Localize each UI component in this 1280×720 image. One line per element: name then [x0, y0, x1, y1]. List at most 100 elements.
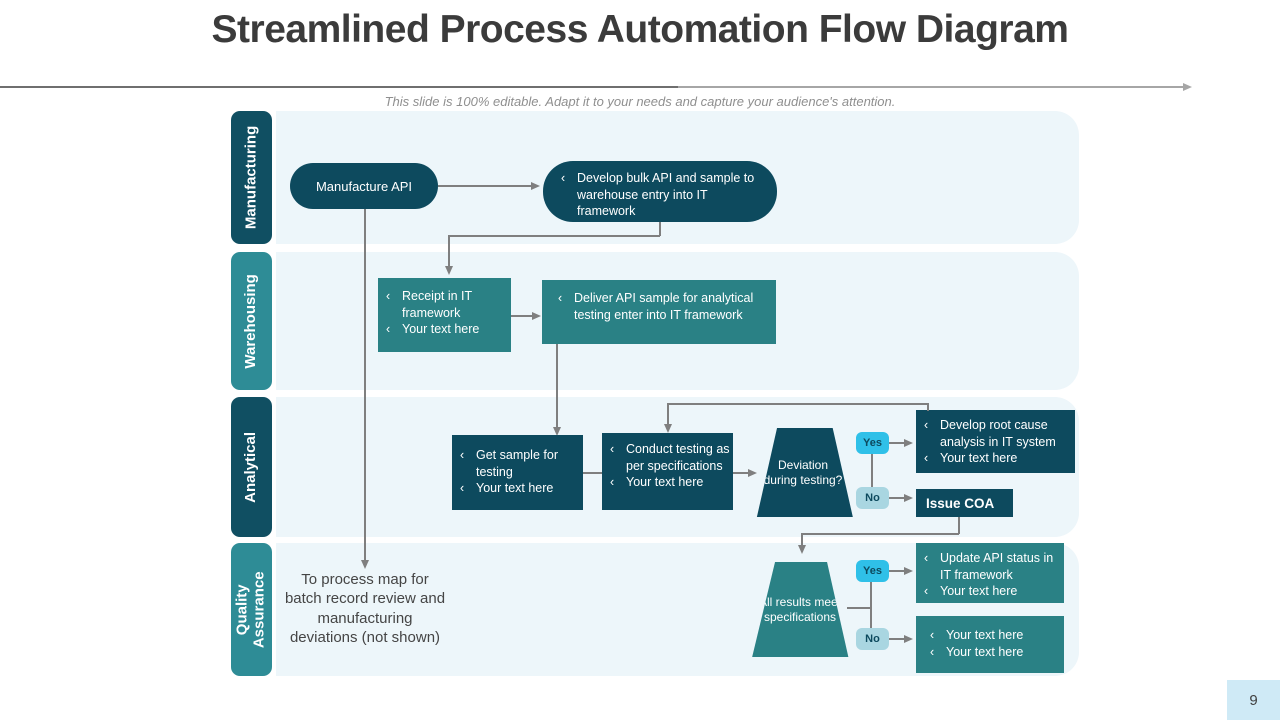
- bullet-icon: ‹: [930, 644, 935, 659]
- no-badge: No: [856, 628, 889, 650]
- lane-label-text: Quality Assurance: [233, 571, 268, 648]
- bullet-icon: ‹: [924, 584, 929, 598]
- yes-badge: Yes: [856, 560, 889, 582]
- bullet-text: Your text here: [476, 481, 554, 495]
- bullet-text: Deliver API sample for analytical testin…: [574, 291, 754, 322]
- connector-line: [801, 533, 803, 546]
- no-badge: No: [856, 487, 889, 509]
- lane-label-text: Analytical: [242, 431, 260, 503]
- connector-line: [556, 344, 558, 428]
- header-divider-line-light: [678, 86, 1183, 88]
- page-number: 9: [1249, 691, 1258, 709]
- process-map-note: To process map for batch record review a…: [284, 571, 446, 647]
- bullet-icon: ‹: [386, 289, 391, 303]
- page-number-badge: 9: [1227, 680, 1280, 720]
- bullet-icon: ‹: [386, 322, 391, 336]
- connector-line: [927, 403, 929, 411]
- arrowhead-icon: [904, 493, 913, 502]
- bullet-icon: ‹: [930, 628, 935, 642]
- connector-line: [448, 235, 660, 237]
- bullet-icon: ‹: [561, 171, 566, 185]
- bullet-text: Your text here: [946, 644, 1024, 659]
- bullet-text: Update API status in IT framework: [940, 551, 1054, 582]
- arrowhead-icon: [532, 311, 541, 320]
- bullet-text: Your text here: [626, 475, 704, 489]
- connector-line: [847, 607, 871, 609]
- bullet-icon: ‹: [460, 481, 465, 495]
- bullet-icon: ‹: [924, 451, 929, 465]
- arrowhead-icon: [904, 634, 913, 643]
- arrowhead-icon: [552, 427, 561, 436]
- editable-note: This slide is 100% editable. Adapt it to…: [384, 94, 896, 109]
- node-get-sample: ‹ Get sample for testing ‹ Your text her…: [452, 435, 583, 510]
- bullet-icon: ‹: [558, 291, 563, 305]
- bullet-text: Receipt in IT framework: [402, 289, 472, 320]
- header-divider-arrow-icon: [1183, 82, 1192, 91]
- decision-label: Deviation during testing?: [763, 457, 843, 487]
- lane-label-text: Manufacturing: [242, 125, 260, 230]
- node-develop-bulk-api: ‹ Develop bulk API and sample to warehou…: [543, 161, 777, 222]
- bullet-text: Your text here: [946, 628, 1024, 642]
- arrowhead-icon: [748, 468, 757, 477]
- page-title: Streamlined Process Automation Flow Diag…: [211, 8, 1069, 51]
- bullet-text: Conduct testing as per specifications: [626, 442, 730, 473]
- bullet-text: Your text here: [940, 451, 1018, 465]
- connector-line: [870, 582, 872, 628]
- bullet-text: Your text here: [402, 322, 480, 336]
- arrowhead-icon: [797, 545, 806, 554]
- node-develop-root-cause: ‹ Develop root cause analysis in IT syst…: [916, 410, 1075, 473]
- connector-line: [733, 472, 749, 474]
- bullet-icon: ‹: [924, 551, 929, 565]
- header-divider-line: [0, 86, 680, 88]
- node-receipt-it-framework: ‹ Receipt in IT framework ‹ Your text he…: [378, 278, 511, 352]
- yes-label: Yes: [863, 437, 882, 449]
- node-label: Issue COA: [926, 495, 995, 511]
- connector-line: [364, 209, 366, 561]
- connector-line: [583, 472, 602, 474]
- lane-label-analytical: Analytical: [231, 397, 272, 537]
- bullet-text: Develop bulk API and sample to warehouse…: [577, 171, 755, 218]
- bullet-text: Get sample for testing: [476, 448, 558, 479]
- connector-line: [667, 403, 669, 425]
- connector-line: [889, 638, 905, 640]
- connector-line: [448, 235, 450, 267]
- lane-label-manufacturing: Manufacturing: [231, 111, 272, 244]
- connector-line: [668, 403, 928, 405]
- node-label: Manufacture API: [315, 178, 413, 194]
- node-deliver-api-sample: ‹ Deliver API sample for analytical test…: [542, 280, 776, 344]
- connector-line: [889, 570, 905, 572]
- yes-badge: Yes: [856, 432, 889, 454]
- lane-label-text: Warehousing: [242, 273, 260, 369]
- connector-line: [889, 497, 905, 499]
- connector-line: [958, 517, 960, 534]
- bullet-text: Your text here: [940, 584, 1018, 598]
- arrowhead-icon: [531, 181, 540, 190]
- node-conduct-testing: ‹ Conduct testing as per specifications …: [602, 433, 733, 510]
- bullet-icon: ‹: [460, 448, 465, 462]
- arrowhead-icon: [904, 566, 913, 575]
- bullet-text: Develop root cause analysis in IT system: [940, 418, 1056, 449]
- lane-label-quality-assurance: Quality Assurance: [231, 543, 272, 676]
- arrowhead-icon: [444, 266, 453, 275]
- connector-line: [511, 315, 533, 317]
- bullet-icon: ‹: [610, 442, 615, 456]
- connector-line: [889, 442, 905, 444]
- arrowhead-icon: [663, 424, 672, 433]
- connector-line: [871, 454, 873, 487]
- node-update-api-status: ‹ Update API status in IT framework ‹ Yo…: [916, 543, 1064, 603]
- lane-label-warehousing: Warehousing: [231, 252, 272, 390]
- connector-line: [659, 222, 661, 236]
- bullet-icon: ‹: [924, 418, 929, 432]
- connector-line: [801, 533, 959, 535]
- bullet-icon: ‹: [610, 475, 615, 489]
- node-no-result-placeholder: ‹ Your text here ‹ Your text here: [916, 616, 1064, 673]
- node-issue-coa: Issue COA: [916, 489, 1013, 517]
- node-manufacture-api: Manufacture API: [290, 163, 438, 209]
- arrowhead-icon: [904, 438, 913, 447]
- decision-label: All results meet specifications: [758, 594, 842, 624]
- connector-line: [438, 185, 532, 187]
- yes-label: Yes: [863, 565, 882, 577]
- no-label: No: [865, 492, 880, 504]
- no-label: No: [865, 633, 880, 645]
